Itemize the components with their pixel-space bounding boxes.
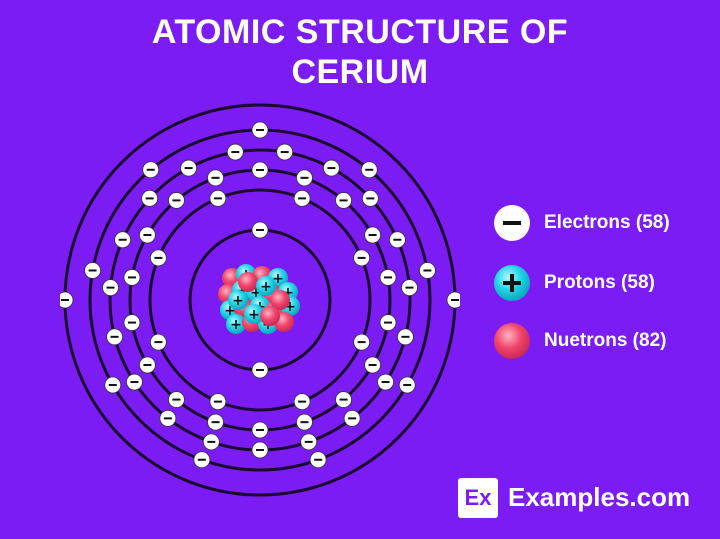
- electron: [276, 143, 294, 161]
- legend-protons: Protons (58): [492, 263, 712, 303]
- electron: [309, 451, 327, 469]
- electron: [104, 376, 122, 394]
- brand-watermark: Ex Examples.com: [458, 478, 708, 518]
- electron: [193, 451, 211, 469]
- electron: [353, 249, 371, 267]
- neutron: [270, 290, 290, 310]
- electron: [353, 333, 371, 351]
- proton-icon: [494, 265, 530, 301]
- electron: [293, 189, 311, 207]
- electron: [364, 356, 381, 374]
- title-line-2: CERIUM: [291, 53, 429, 91]
- electron: [419, 262, 436, 279]
- electron: [251, 161, 269, 179]
- electron: [209, 189, 227, 207]
- electron: [296, 169, 313, 187]
- svg-text:+: +: [250, 285, 262, 301]
- orbit-shell-2: [148, 188, 372, 412]
- electron-layer: [60, 121, 460, 469]
- electron: [159, 409, 177, 427]
- neutron-icon: [494, 323, 530, 359]
- atom-diagram: +++++++++++++: [60, 103, 460, 497]
- svg-text:+: +: [230, 317, 242, 333]
- electron: [149, 249, 167, 267]
- electron: [343, 409, 361, 427]
- electron: [139, 356, 156, 374]
- electron: [114, 231, 132, 249]
- legend-neutrons-label: Nuetrons (82): [544, 330, 667, 351]
- electron: [123, 314, 141, 331]
- electron: [251, 221, 269, 239]
- electron: [251, 361, 269, 379]
- electron: [379, 269, 397, 286]
- electron: [335, 192, 352, 209]
- svg-text:+: +: [282, 285, 294, 301]
- electron: [377, 373, 394, 391]
- electron-icon: [494, 205, 530, 241]
- electron: [322, 159, 340, 177]
- electron: [207, 413, 224, 431]
- neutron: [260, 306, 280, 326]
- electron: [300, 433, 318, 451]
- electron: [251, 421, 269, 439]
- legend-electrons: Electrons (58): [492, 203, 712, 243]
- title-line-1: ATOMIC STRUCTURE OF: [151, 13, 569, 51]
- electron: [102, 279, 119, 297]
- electron: [141, 190, 159, 207]
- electron: [202, 433, 220, 451]
- electron: [168, 391, 185, 408]
- diagram-title: ATOMIC STRUCTURE OF CERIUM: [0, 12, 720, 92]
- svg-text:+: +: [248, 307, 260, 323]
- brand-name: Examples.com: [508, 482, 691, 512]
- brand-logo: Ex: [458, 478, 498, 518]
- electron: [142, 161, 160, 179]
- electron: [296, 413, 313, 431]
- legend-electrons-label: Electrons (58): [544, 212, 670, 233]
- svg-text:+: +: [224, 303, 236, 319]
- electron: [379, 314, 397, 331]
- electron: [207, 169, 224, 187]
- electron: [397, 328, 414, 346]
- electron: [123, 269, 141, 286]
- neutron: [238, 272, 258, 292]
- electron: [126, 373, 143, 391]
- electron: [401, 279, 418, 297]
- electron: [360, 161, 378, 179]
- proton: +: [228, 290, 248, 310]
- legend-neutrons: Nuetrons (82): [492, 321, 712, 361]
- electron: [388, 231, 406, 249]
- electron: [398, 376, 416, 394]
- electron: [209, 393, 227, 411]
- svg-text:+: +: [284, 299, 296, 315]
- electron: [293, 393, 311, 411]
- electron: [446, 291, 460, 309]
- proton: +: [256, 276, 276, 296]
- legend-protons-label: Protons (58): [544, 272, 655, 293]
- electron: [335, 391, 352, 408]
- electron: [84, 262, 101, 279]
- electron: [251, 121, 269, 139]
- electron: [106, 328, 123, 346]
- electron: [226, 143, 244, 161]
- electron: [60, 291, 74, 309]
- electron: [364, 226, 381, 244]
- electron: [149, 333, 167, 351]
- svg-text:+: +: [272, 271, 284, 287]
- electron: [180, 159, 198, 177]
- electron: [361, 190, 379, 207]
- electron: [251, 441, 269, 459]
- svg-text:+: +: [232, 293, 244, 309]
- proton: +: [226, 314, 246, 334]
- electron: [168, 192, 185, 209]
- nucleus: +++++++++++++: [218, 264, 300, 334]
- svg-text:+: +: [260, 279, 272, 295]
- electron: [139, 226, 156, 244]
- proton: +: [244, 304, 264, 324]
